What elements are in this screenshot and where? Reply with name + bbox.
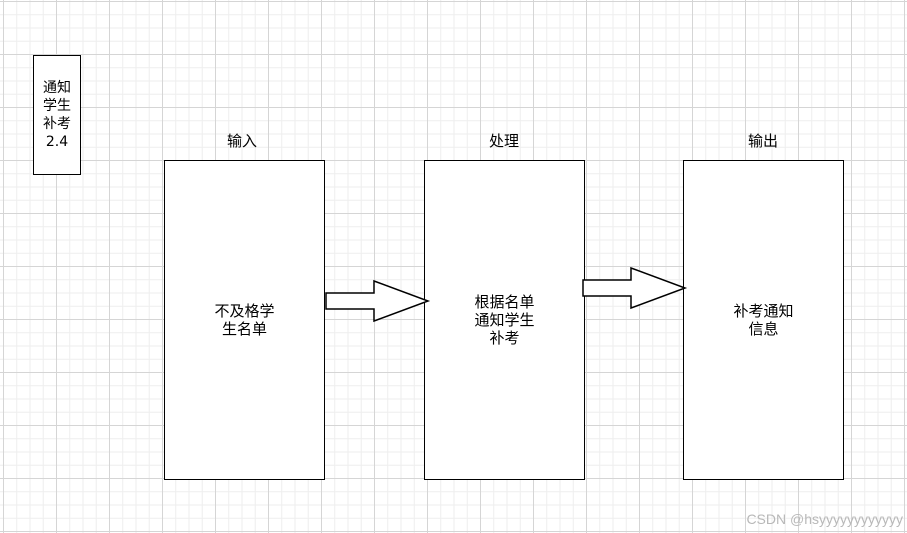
input-box[interactable]: 不及格学 生名单: [164, 160, 325, 480]
input-box-text: 不及格学 生名单: [214, 302, 275, 338]
process-to-output-arrow[interactable]: [582, 266, 688, 310]
output-heading: 输出: [747, 132, 778, 150]
process-id-text: 通知 学生 补考 2.4: [43, 80, 71, 150]
output-box[interactable]: 补考通知 信息: [683, 160, 844, 480]
watermark: CSDN @hsyyyyyyyyyyyy: [746, 511, 903, 527]
process-heading: 处理: [488, 132, 519, 150]
process-box-text: 根据名单 通知学生 补考: [474, 293, 535, 347]
output-box-text: 补考通知 信息: [733, 302, 794, 338]
input-heading: 输入: [226, 132, 257, 150]
input-to-process-arrow[interactable]: [325, 279, 431, 323]
process-box[interactable]: 根据名单 通知学生 补考: [424, 160, 585, 480]
process-id-box[interactable]: 通知 学生 补考 2.4: [33, 55, 81, 175]
